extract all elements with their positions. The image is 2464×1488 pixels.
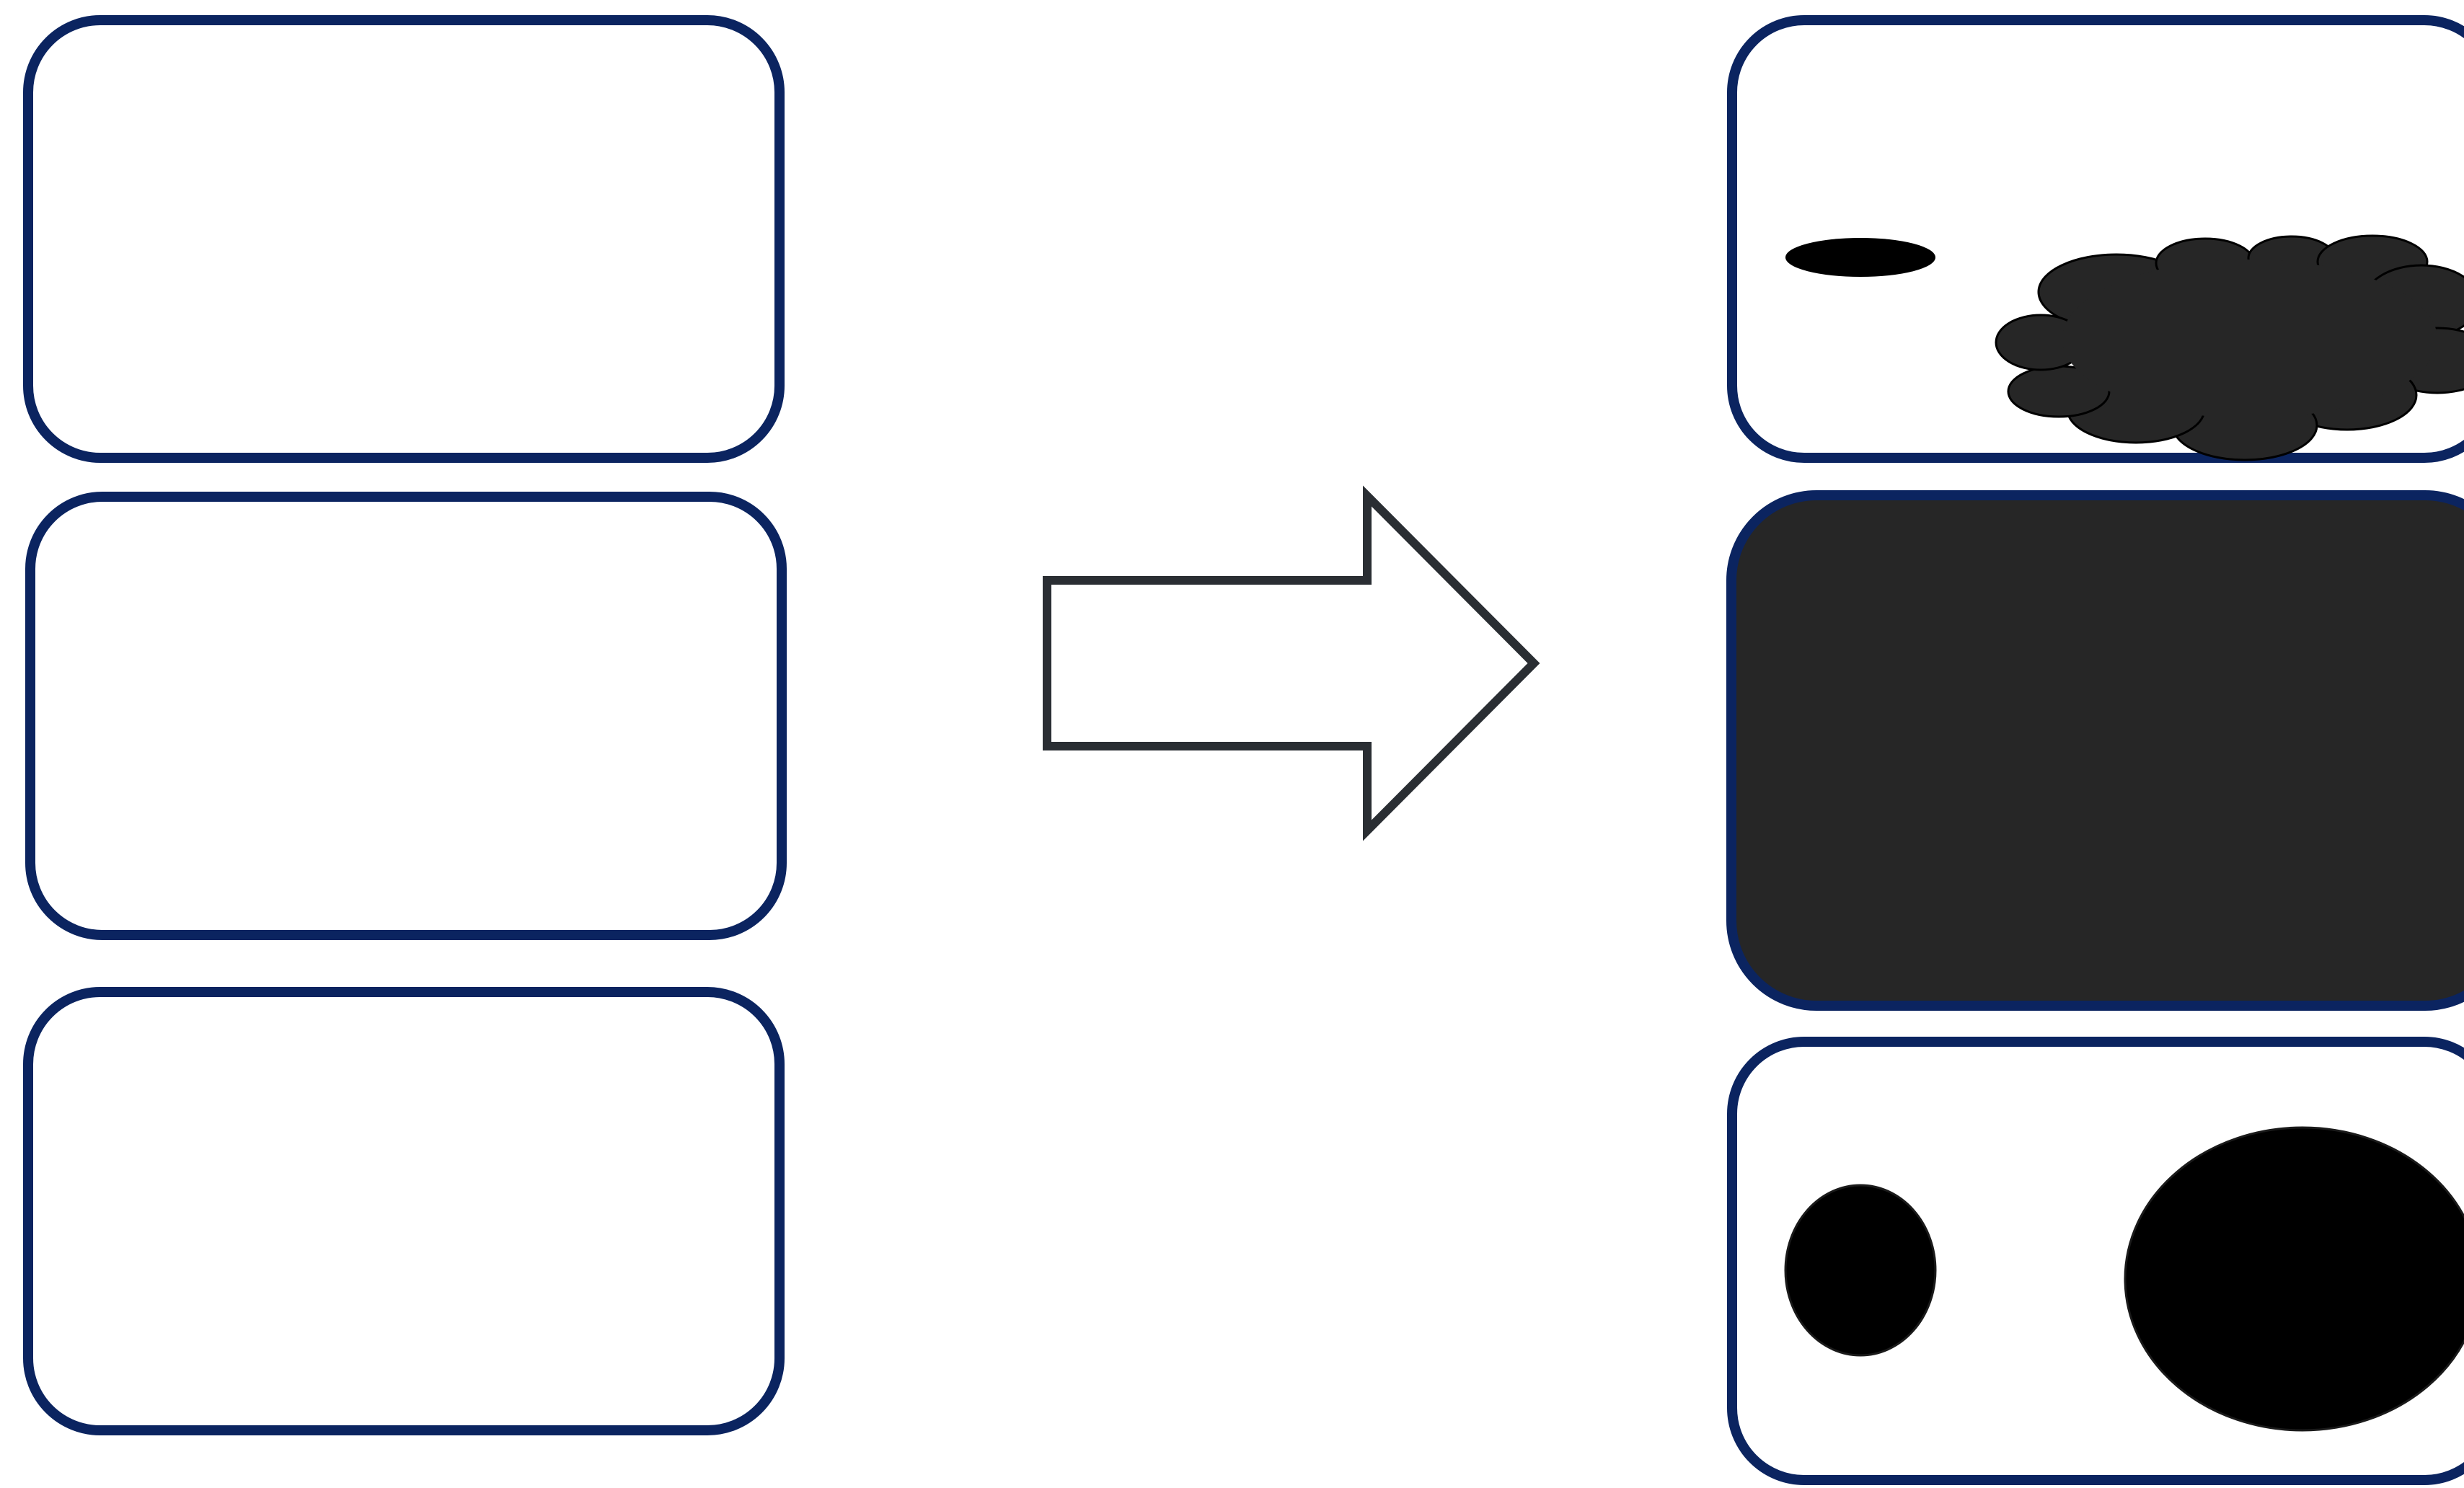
left-panel-bottom xyxy=(23,987,785,1435)
left-panel-middle xyxy=(25,492,787,940)
cloud-shape xyxy=(1995,234,2464,461)
right-panels xyxy=(1726,15,2464,1485)
right-arrow-icon xyxy=(1043,485,1540,841)
large-ellipse-shape xyxy=(2124,1126,2464,1432)
flat-ellipse-shape xyxy=(1785,238,1935,277)
cloud-body xyxy=(2062,260,2437,418)
small-ellipse-shape xyxy=(1784,1184,1937,1357)
left-panels xyxy=(23,15,787,1435)
right-panel-middle xyxy=(1726,490,2464,1011)
left-panel-top xyxy=(23,15,785,463)
